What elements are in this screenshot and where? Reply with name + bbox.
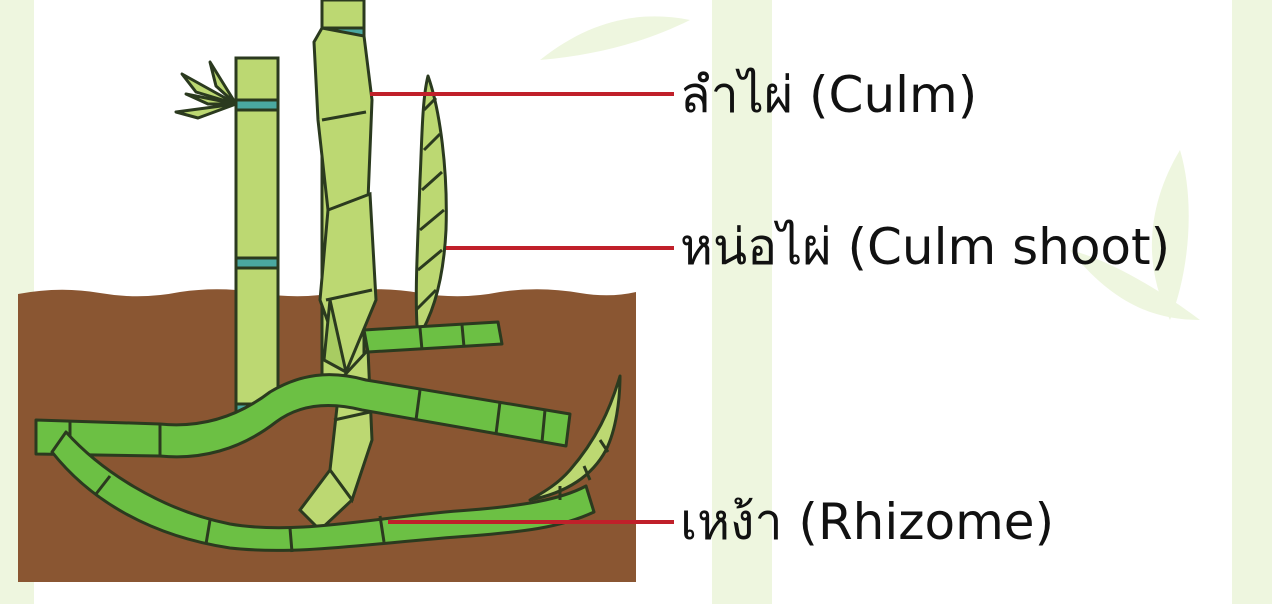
label-culm-shoot: หน่อไผ่ (Culm shoot): [680, 222, 1170, 272]
culm-stalk: [236, 58, 278, 420]
label-culm: ลำไผ่ (Culm): [680, 70, 977, 120]
leaf-cluster: [176, 62, 236, 118]
label-rhizome: เหง้า (Rhizome): [680, 497, 1054, 547]
